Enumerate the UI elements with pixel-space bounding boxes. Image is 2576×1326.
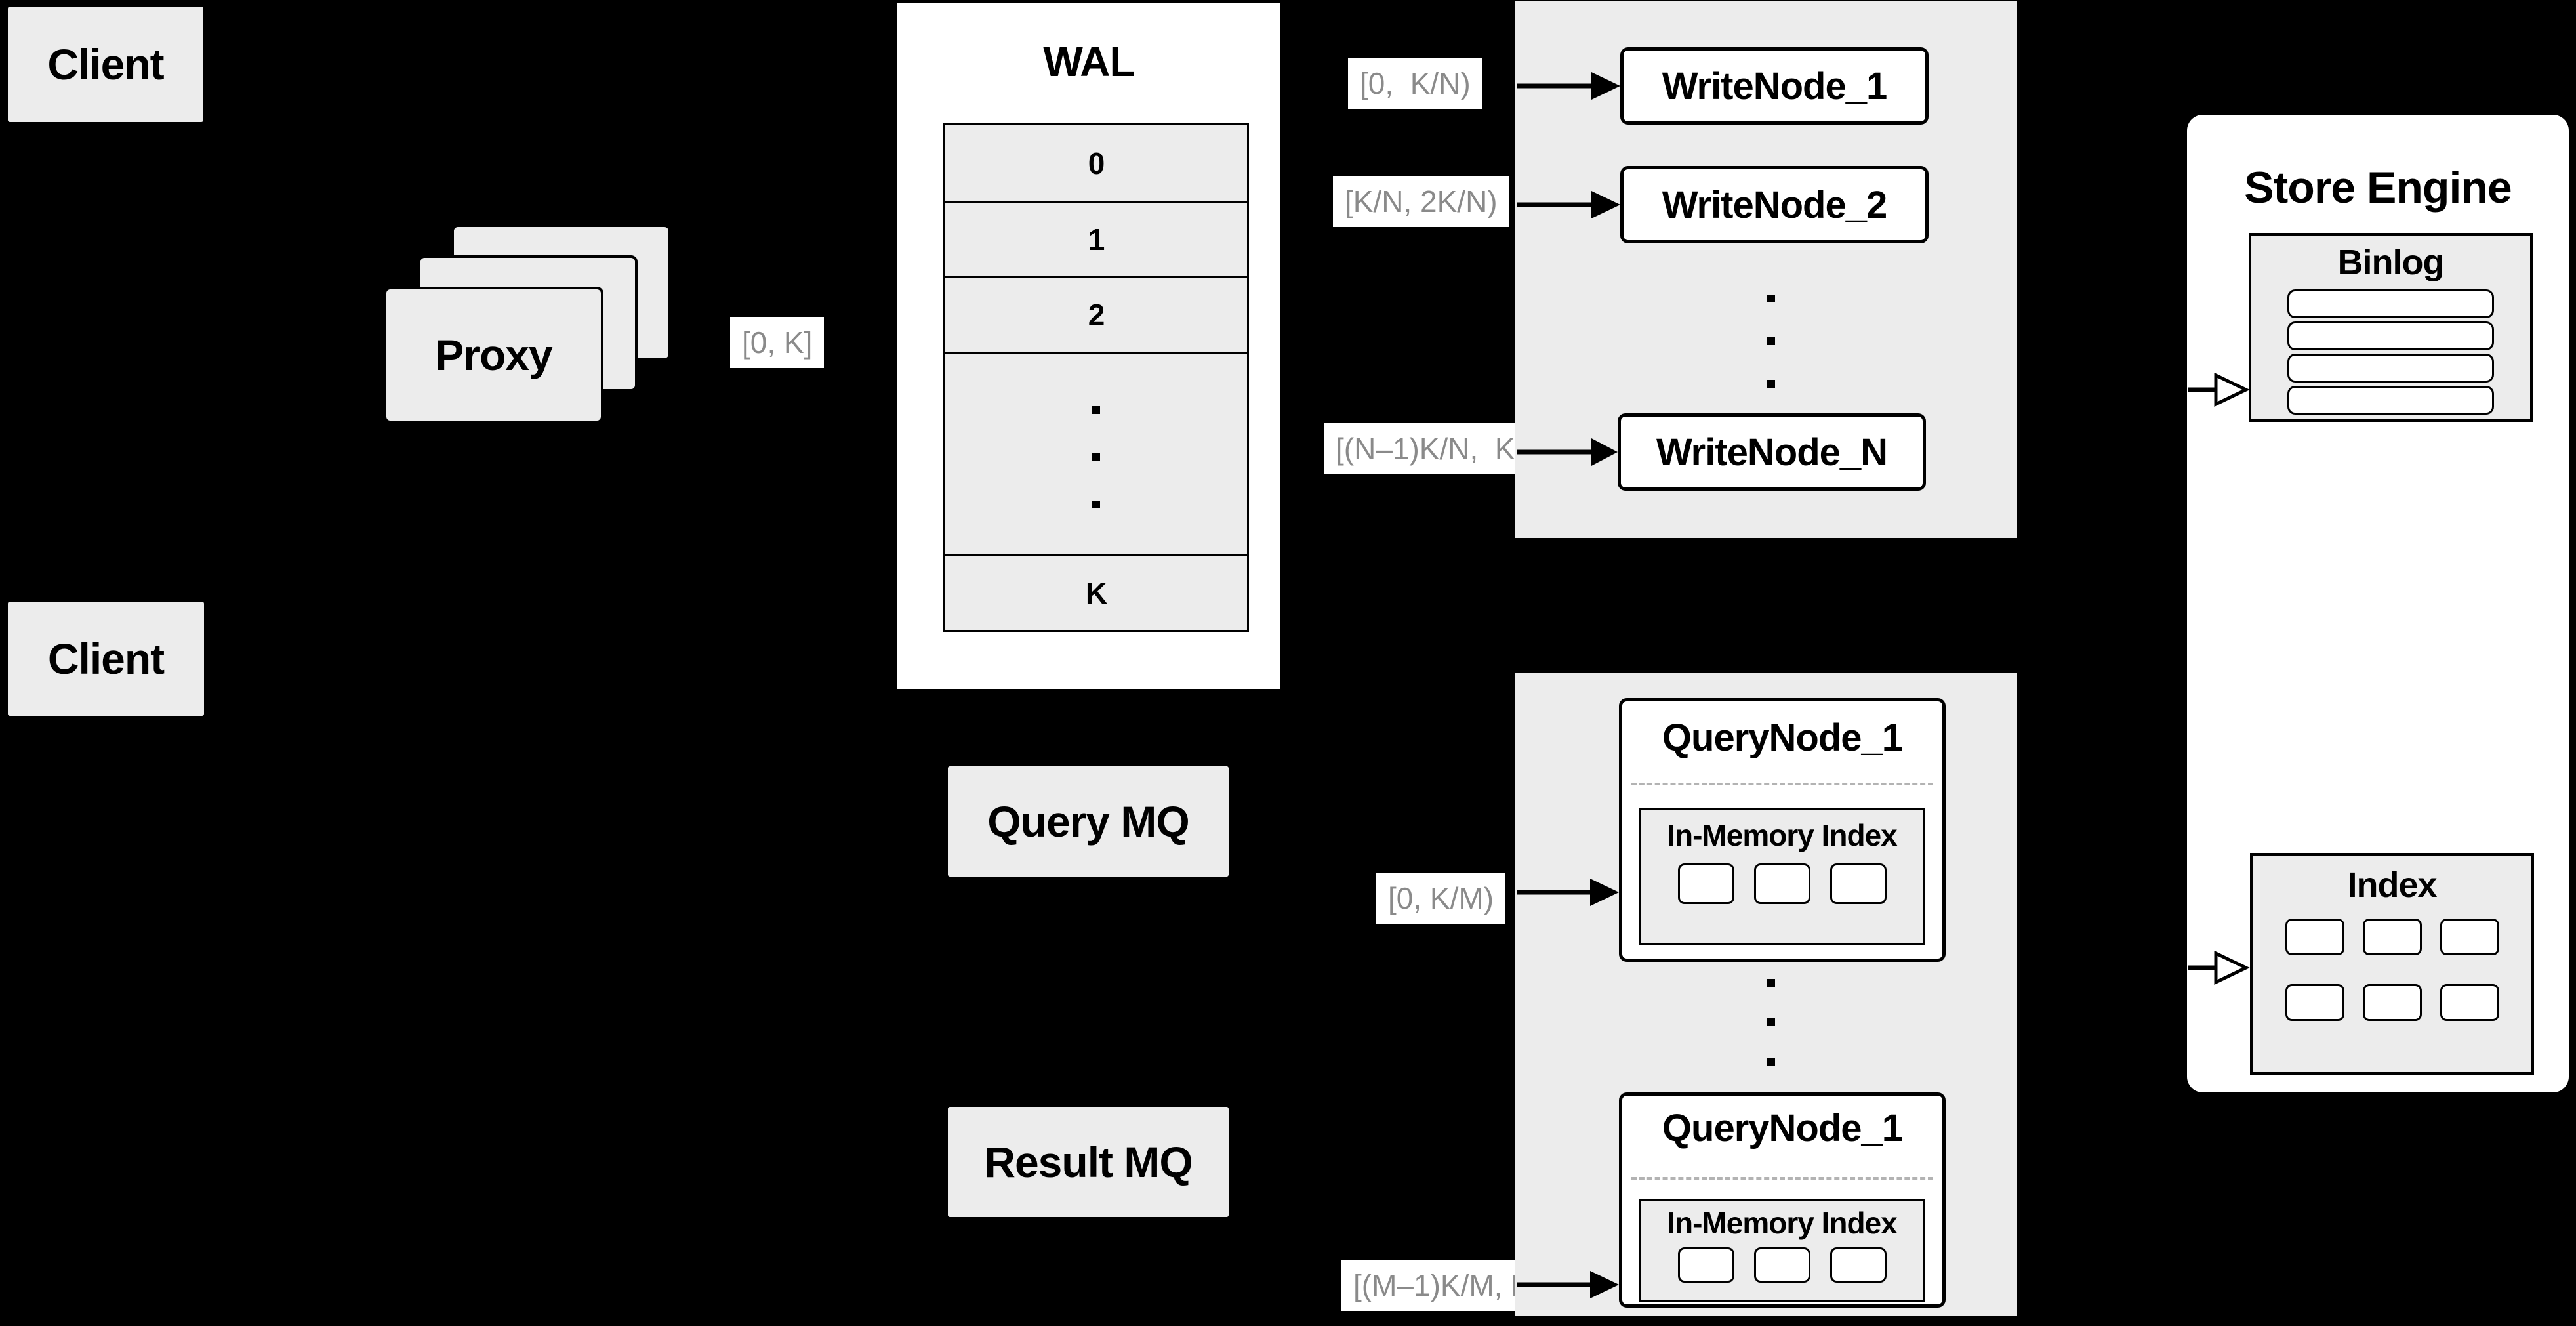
dashed-divider	[1631, 783, 1933, 785]
segment-squares	[1641, 863, 1923, 904]
binlog-row	[2287, 386, 2494, 415]
query-mq-box: Query MQ	[946, 764, 1231, 879]
query-node-2-box: QueryNode_1 In-Memory Index	[1619, 1092, 1946, 1308]
wal-row-2: 2	[945, 276, 1247, 352]
range-label-query1: [0, K/M)	[1376, 873, 1506, 924]
wal-row-ellipsis	[945, 352, 1247, 554]
in-memory-index-title: In-Memory Index	[1667, 818, 1898, 852]
client-box-top: Client	[6, 5, 205, 124]
range-label-writeN: [(N–1)K/N, K]	[1324, 423, 1536, 474]
index-cell	[2362, 984, 2422, 1021]
index-title: Index	[2347, 865, 2437, 905]
wal-row-1: 1	[945, 201, 1247, 276]
query-node-1-box: QueryNode_1 In-Memory Index	[1619, 698, 1946, 962]
binlog-row	[2287, 321, 2494, 350]
segment-square	[1677, 1247, 1734, 1283]
store-engine-box: Store Engine Binlog Index	[2187, 115, 2569, 1092]
index-cells	[2253, 919, 2531, 1021]
range-label-0-k: [0, K]	[730, 317, 825, 368]
index-cell	[2362, 919, 2422, 955]
in-memory-index-title: In-Memory Index	[1667, 1206, 1898, 1240]
ellipsis-dot	[1092, 406, 1100, 414]
store-engine-title: Store Engine	[2244, 163, 2512, 213]
index-cell	[2285, 919, 2344, 955]
index-box: Index	[2250, 853, 2534, 1075]
dashed-divider	[1631, 1177, 1933, 1180]
wal-row-0: 0	[945, 125, 1247, 201]
query-node-2-title: QueryNode_1	[1662, 1107, 1903, 1150]
wal-row-k: K	[945, 554, 1247, 630]
wal-title: WAL	[1043, 38, 1135, 85]
binlog-title: Binlog	[2337, 243, 2445, 282]
binlog-box: Binlog	[2249, 233, 2533, 422]
segment-square	[1677, 863, 1734, 904]
wal-box: WAL 0 1 2 K	[897, 3, 1280, 689]
write-node-n-box: WriteNode_N	[1618, 413, 1926, 491]
binlog-rows	[2251, 289, 2530, 415]
segment-square	[1830, 863, 1887, 904]
in-memory-index-box-1: In-Memory Index	[1639, 808, 1925, 945]
result-mq-box: Result MQ	[946, 1105, 1231, 1219]
write-node-1-box: WriteNode_1	[1620, 47, 1929, 125]
segment-squares	[1641, 1247, 1923, 1283]
segment-square	[1830, 1247, 1887, 1283]
segment-square	[1753, 863, 1810, 904]
index-cell	[2440, 984, 2499, 1021]
range-label-write1: [0, K/N)	[1348, 58, 1482, 109]
in-memory-index-box-2: In-Memory Index	[1639, 1199, 1925, 1302]
query-node-1-title: QueryNode_1	[1662, 716, 1903, 759]
segment-square	[1753, 1247, 1810, 1283]
binlog-row	[2287, 289, 2494, 318]
range-label-write2: [K/N, 2K/N)	[1333, 176, 1509, 227]
ellipsis-dot	[1092, 501, 1100, 508]
binlog-row	[2287, 354, 2494, 383]
wal-segment-table: 0 1 2 K	[943, 123, 1249, 632]
proxy-box: Proxy	[384, 287, 603, 423]
index-cell	[2440, 919, 2499, 955]
ellipsis-dot	[1092, 453, 1100, 461]
write-node-2-box: WriteNode_2	[1620, 166, 1929, 243]
index-cell	[2285, 984, 2344, 1021]
client-box-bottom: Client	[6, 600, 206, 718]
